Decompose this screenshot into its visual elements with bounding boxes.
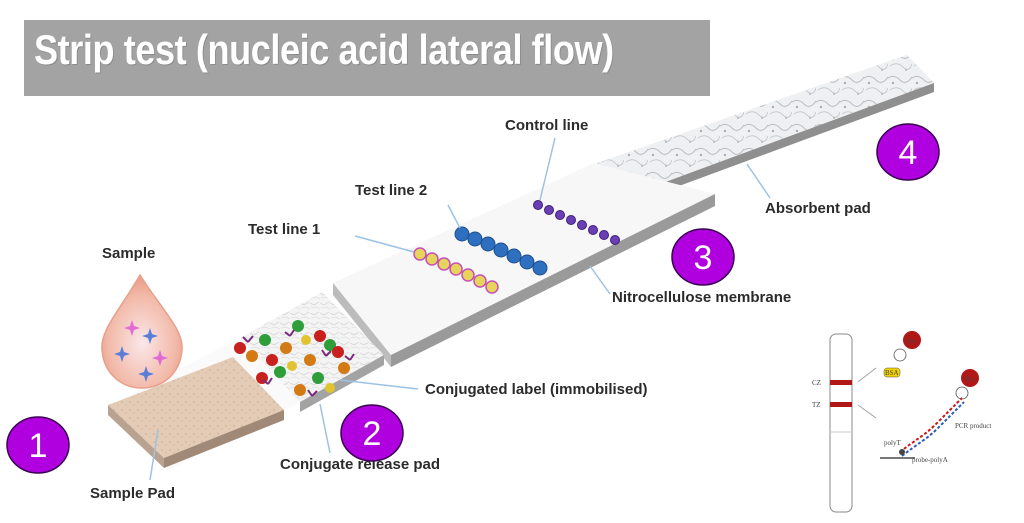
conjugate-release-pad-label: Conjugate release pad [280, 456, 440, 473]
nitrocellulose-membrane-label: Nitrocellulose membrane [612, 289, 791, 306]
conjugated-label-particles [234, 320, 355, 397]
svg-text:Au: Au [907, 337, 916, 345]
test-line-1-label: Test line 1 [248, 221, 320, 238]
absorbent-pad [592, 55, 934, 207]
step-badge-1: 1 [6, 416, 70, 474]
inset-gold-particle-1 [903, 331, 921, 349]
inset-tz-band [830, 402, 852, 407]
inset-cz-label: CZ [812, 379, 821, 387]
svg-text:BSA: BSA [885, 369, 899, 377]
inset-pcr-strand-red [899, 397, 963, 453]
sample-label: Sample [102, 245, 155, 262]
svg-text:4: 4 [899, 134, 918, 172]
sample-pad [108, 357, 284, 468]
inset-pcr-product-label: PCR product [955, 422, 991, 430]
inset-cz-band [830, 380, 852, 385]
inset-tz-label: TZ [812, 401, 821, 409]
page-title: Strip test (nucleic acid lateral flow) [34, 26, 614, 73]
title-banner: Strip test (nucleic acid lateral flow) [24, 20, 710, 96]
control-line-marks [533, 200, 620, 245]
conjugated-label-label: Conjugated label (immobilised) [425, 381, 648, 398]
absorbent-pad-label: Absorbent pad [765, 200, 871, 217]
svg-text:1: 1 [29, 427, 48, 465]
test-line-1-beads [413, 247, 499, 294]
sample-pad-label: Sample Pad [90, 485, 175, 502]
test-line-2-beads [454, 226, 548, 276]
inset-schematic: CZ TZ Au BSA Au PCR product polyT probe-… [812, 331, 991, 513]
inset-bsa [883, 367, 901, 378]
test-line-2-label: Test line 2 [355, 182, 427, 199]
inset-probe-polya-label: probe-polyA [912, 456, 948, 464]
sample-drop [101, 273, 183, 389]
svg-text:2: 2 [363, 415, 382, 453]
step-badge-4: 4 [876, 123, 940, 181]
control-line-label: Control line [505, 117, 588, 134]
step-badge-2: 2 [340, 404, 404, 462]
svg-text:3: 3 [694, 239, 713, 277]
inset-pcr-strand-blue [901, 401, 965, 457]
svg-text:Au: Au [965, 375, 974, 383]
step-badge-3: 3 [671, 228, 735, 286]
inset-polyt-label: polyT [884, 439, 901, 447]
inset-gold-particle-2 [961, 369, 979, 387]
